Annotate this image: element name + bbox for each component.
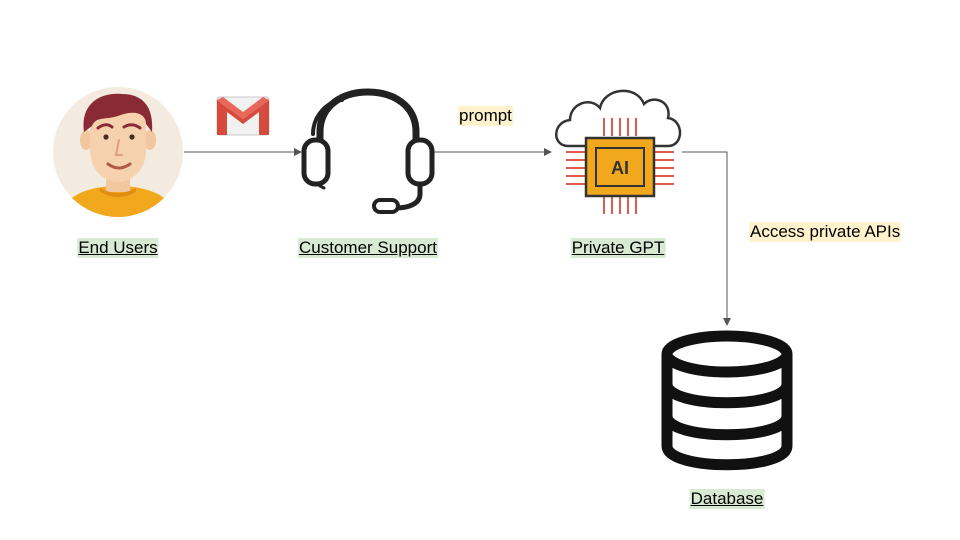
edge-label-prompt: prompt xyxy=(458,106,513,126)
svg-text:AI: AI xyxy=(611,158,629,178)
node-label-database: Database xyxy=(689,489,765,509)
gmail-icon xyxy=(216,96,270,136)
edge-gpt-to-database xyxy=(682,151,731,326)
node-label-private-gpt: Private GPT xyxy=(570,238,666,258)
edge-label-access-private-apis: Access private APIs xyxy=(749,222,902,242)
node-label-customer-support: Customer Support xyxy=(298,238,438,258)
user-avatar-icon xyxy=(53,87,183,217)
node-label-end-users: End Users xyxy=(77,238,159,258)
database-icon xyxy=(661,330,793,471)
ai-cloud-chip-icon: AI xyxy=(555,89,682,214)
headset-icon xyxy=(301,88,435,214)
